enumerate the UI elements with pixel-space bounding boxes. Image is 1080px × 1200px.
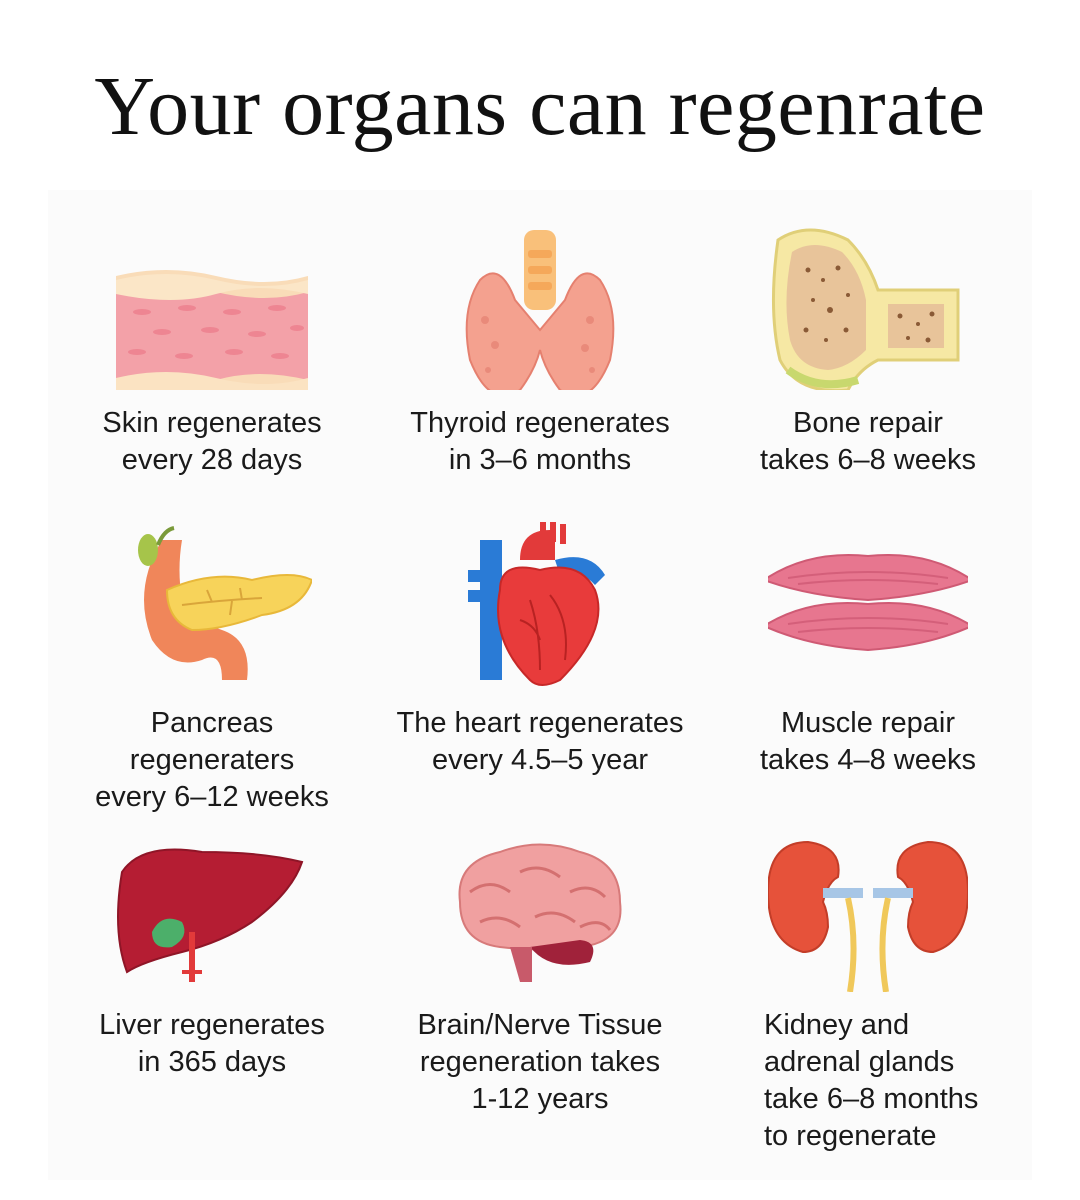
brain-icon <box>458 843 622 982</box>
caption-muscle: Muscle repair takes 4–8 weeks <box>759 707 976 776</box>
bone-icon <box>771 228 960 390</box>
caption-heart: The heart regenerates every 4.5–5 year <box>396 707 684 776</box>
kidney-icon <box>768 840 968 992</box>
heart-icon <box>468 522 605 686</box>
caption-liver: Liver regenerates in 365 days <box>99 1009 325 1078</box>
muscle-icon <box>768 554 968 652</box>
caption-thyroid: Thyroid regenerates in 3–6 months <box>410 407 670 476</box>
skin-icon <box>116 270 308 390</box>
caption-skin: Skin regenerates every 28 days <box>102 407 322 476</box>
organ-grid: Skin regenerates every 28 days Thyroid r… <box>48 190 1032 1180</box>
page-title: Your organs can regenrate <box>94 60 986 153</box>
caption-pancreas: Pancreas regeneraters every 6–12 weeks <box>95 707 329 813</box>
liver-icon <box>117 848 304 982</box>
pancreas-icon <box>138 526 312 680</box>
caption-bone: Bone repair takes 6–8 weeks <box>759 407 976 476</box>
caption-kidney: Kidney and adrenal glands take 6–8 month… <box>764 1009 979 1152</box>
caption-brain: Brain/Nerve Tissue regeneration takes 1-… <box>417 1009 663 1115</box>
thyroid-icon <box>465 230 615 390</box>
